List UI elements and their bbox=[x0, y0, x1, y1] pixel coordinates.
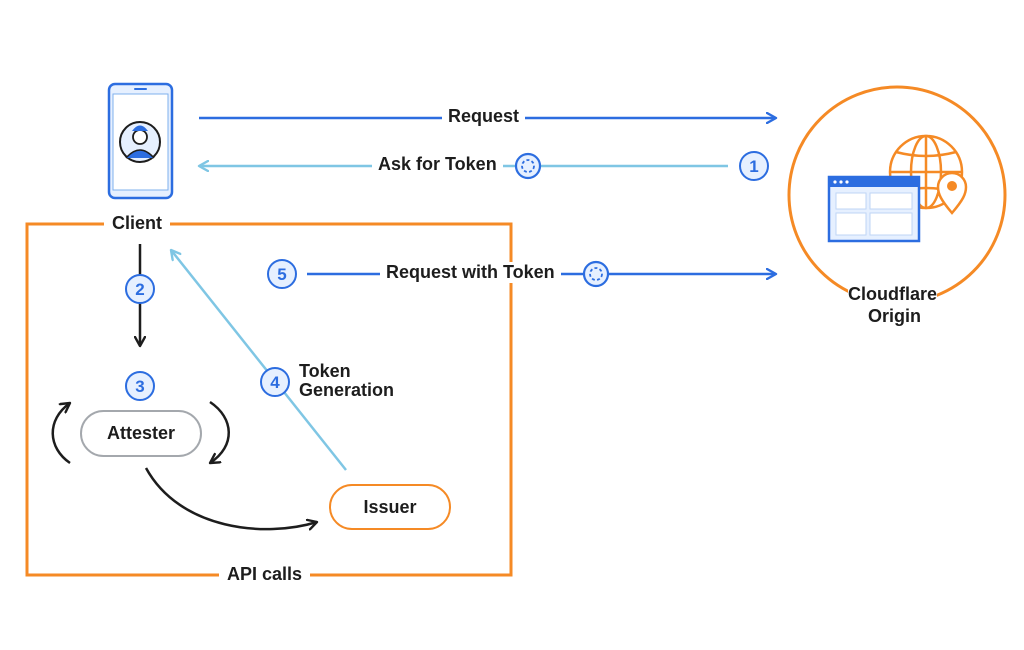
token-icon bbox=[582, 260, 610, 288]
request-with-token-label: Request with Token bbox=[380, 262, 561, 283]
attester-to-issuer-arrow bbox=[144, 467, 317, 529]
map-pin-icon bbox=[936, 171, 968, 215]
ask-for-token-label: Ask for Token bbox=[372, 154, 503, 175]
attester-node: Attester bbox=[80, 410, 202, 457]
api-calls-label: API calls bbox=[219, 564, 311, 585]
origin-label-line2: Origin bbox=[868, 306, 921, 327]
browser-window-icon bbox=[827, 175, 921, 243]
token-generation-label-line2: Generation bbox=[299, 380, 395, 400]
step-badge-4: 4 bbox=[260, 367, 290, 397]
attester-loop-right-arrow bbox=[210, 400, 230, 463]
step-badge-3: 3 bbox=[125, 371, 155, 401]
client-label: Client bbox=[104, 213, 171, 234]
token-generation-label-line1: Token bbox=[299, 361, 351, 381]
token-icon bbox=[514, 152, 542, 180]
step-badge-2: 2 bbox=[125, 274, 155, 304]
step-badge-1: 1 bbox=[739, 151, 769, 181]
request-label: Request bbox=[442, 106, 526, 127]
attester-loop-left-arrow bbox=[51, 403, 70, 465]
issuer-node: Issuer bbox=[329, 484, 451, 530]
step-badge-5: 5 bbox=[267, 259, 297, 289]
token-generation-arrow bbox=[171, 250, 347, 471]
user-avatar-icon bbox=[119, 121, 161, 163]
origin-label-line1: Cloudflare bbox=[848, 284, 938, 305]
